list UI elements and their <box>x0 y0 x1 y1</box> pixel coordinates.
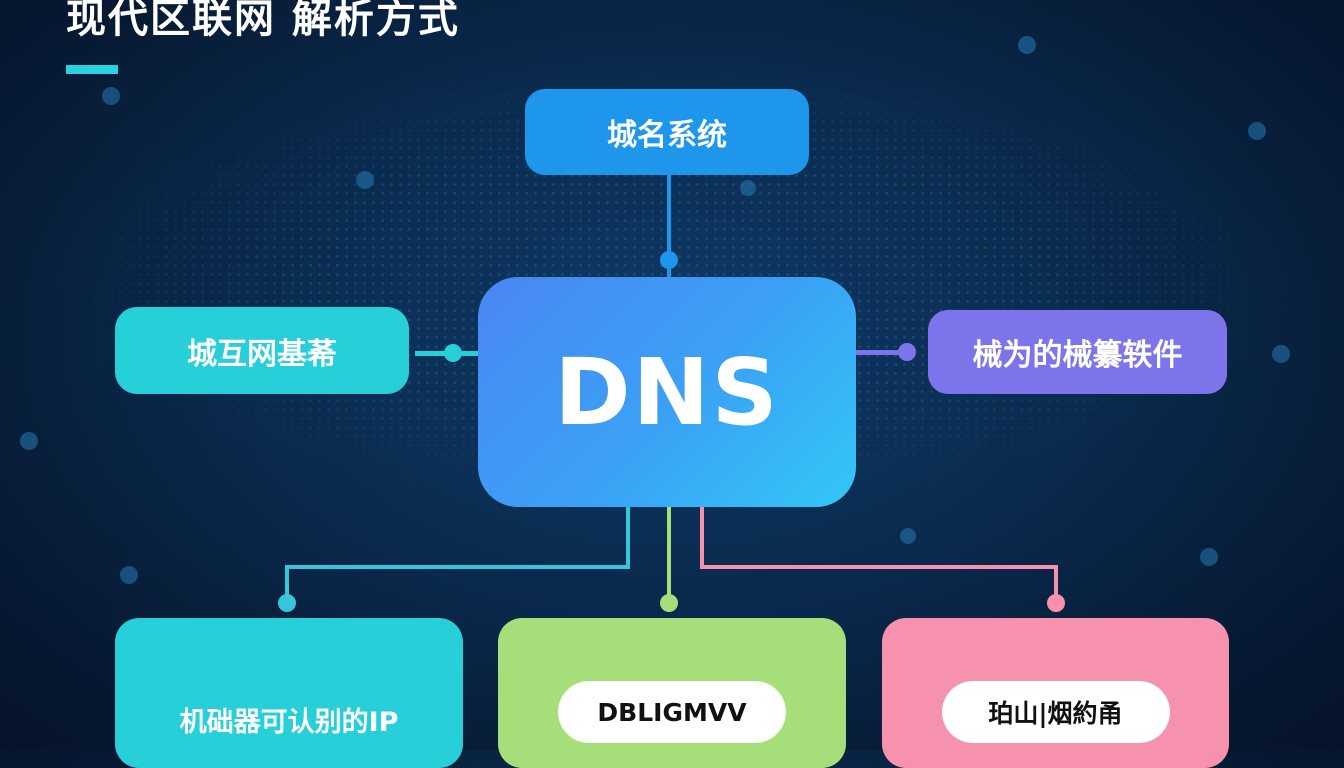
connector-dot-bottom-left <box>278 594 296 612</box>
connector-dot-left <box>444 344 462 362</box>
network-node-dot <box>356 171 374 189</box>
title-accent-bar <box>66 65 118 74</box>
network-node-dot <box>1248 122 1266 140</box>
card-label: 珀山|烟約甬 <box>988 699 1123 728</box>
page-title: 现代区联网 解析方式 <box>66 0 460 42</box>
internet-infrastructure-node: 城互网基莃 <box>115 307 409 394</box>
node-label: 械为的械纂轶件 <box>972 338 1183 373</box>
network-node-dot <box>740 180 756 196</box>
ip-address-card: 机础器可认别的IP <box>115 618 463 768</box>
connector-bottom-right-v1 <box>700 507 704 569</box>
connector-top <box>667 175 671 279</box>
card-label: DBLIGMVV <box>597 697 747 727</box>
connector-dot-right <box>898 343 916 361</box>
card-label: 机础器可认别的IP <box>179 707 399 738</box>
connector-bottom-right-h <box>700 565 1058 569</box>
network-node-dot <box>1272 345 1290 363</box>
connector-dot-bottom-center <box>660 594 678 612</box>
resolution-card: 珀山|烟約甬 <box>882 618 1229 768</box>
connector-bottom-left-v1 <box>626 507 630 569</box>
connector-right <box>856 350 914 355</box>
connector-dot-bottom-right <box>1047 594 1065 612</box>
node-label: 城互网基莃 <box>187 336 337 372</box>
network-node-dot <box>1018 36 1036 54</box>
dns-label: DNS <box>554 338 780 446</box>
node-label: 城名系统 <box>607 118 727 153</box>
connector-bottom-right-v2 <box>1054 565 1058 602</box>
domain-name-system-node: 城名系统 <box>525 89 809 175</box>
network-node-dot <box>102 87 120 105</box>
software-node: 械为的械纂轶件 <box>928 310 1227 394</box>
network-node-dot <box>120 566 138 584</box>
network-node-dot <box>20 432 38 450</box>
card-pill: DBLIGMVV <box>558 681 786 743</box>
network-node-dot <box>1200 548 1218 566</box>
connector-bottom-left-h <box>285 565 630 569</box>
dns-lookup-card: DBLIGMVV <box>498 618 846 768</box>
card-pill: 珀山|烟約甬 <box>941 681 1170 743</box>
dns-center-node: DNS <box>478 277 856 507</box>
network-node-dot <box>900 528 916 544</box>
connector-dot-top <box>660 251 678 269</box>
connector-bottom-left-v2 <box>285 565 289 602</box>
connector-bottom-center <box>667 507 671 602</box>
